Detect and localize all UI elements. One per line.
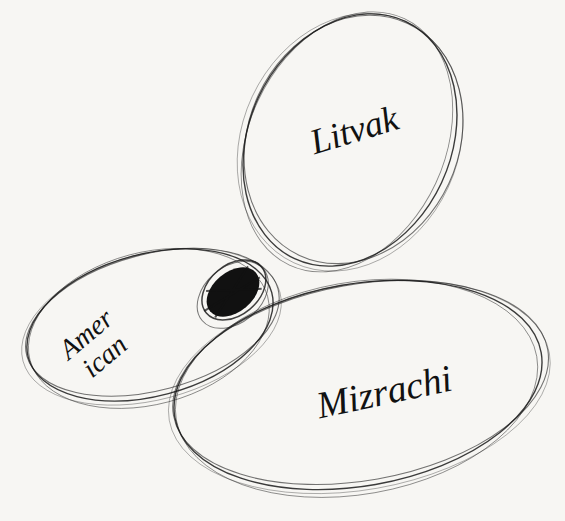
sketch-stroke [203, 0, 497, 301]
sketch-stroke [9, 223, 295, 422]
set-label: Amer ican [46, 297, 145, 393]
sketch-stroke [204, 0, 503, 300]
sketch-stroke [10, 224, 290, 426]
sketch-stroke [158, 252, 555, 521]
sketch-stroke [201, 0, 494, 307]
venn-ellipse: Amer ican [5, 219, 295, 431]
sketch-stroke [157, 253, 558, 517]
set-label: Litvak [306, 100, 403, 162]
ellipse-outline [5, 219, 295, 431]
sketch-stroke [196, 0, 504, 308]
sketch-stroke [4, 222, 299, 432]
set-label: Mizrachi [313, 359, 456, 427]
sketch-stroke [151, 252, 565, 521]
